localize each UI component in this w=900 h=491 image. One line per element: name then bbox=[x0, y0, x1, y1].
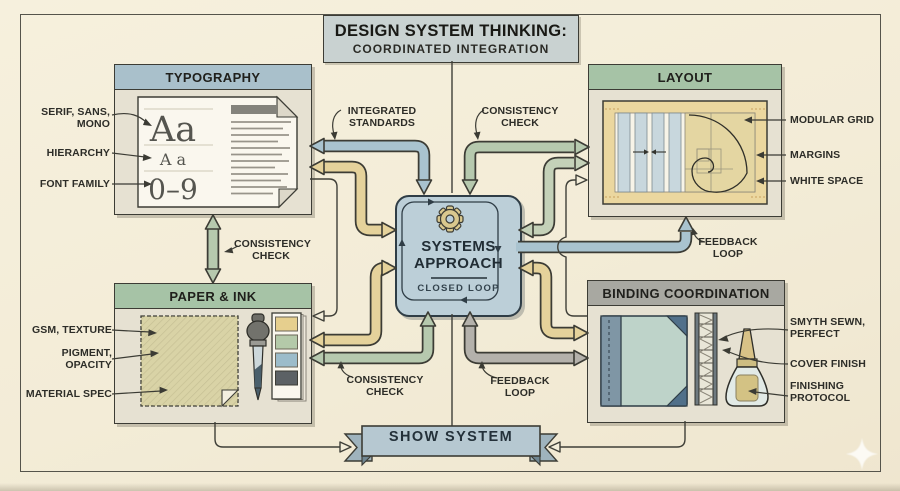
label-consistency-check-bottom: CONSISTENCY CHECK bbox=[346, 374, 424, 399]
specimen-numerals: 0–9 bbox=[148, 173, 198, 206]
label-consistency-check-top: CONSISTENCY CHECK bbox=[481, 105, 559, 130]
label-feedback-loop-right: FEEDBACK LOOP bbox=[698, 236, 758, 261]
thin-connector-typography-paper bbox=[310, 178, 338, 322]
doc-heading-bar bbox=[231, 104, 277, 114]
label-margins: MARGINS bbox=[790, 149, 841, 161]
chip-blue bbox=[275, 352, 298, 368]
paper-ink-header: PAPER & INK bbox=[115, 284, 311, 309]
banner-label: SHOW SYSTEM bbox=[388, 429, 514, 445]
label-gsm-texture: GSM, TEXTURE bbox=[32, 324, 112, 336]
arrow-consistency-check-left bbox=[204, 214, 222, 284]
glue-bottle-icon bbox=[725, 327, 769, 407]
specimen-large: Aa bbox=[149, 110, 196, 150]
thin-connector-binding-banner bbox=[548, 421, 686, 453]
label-font-family: FONT FAMILY bbox=[39, 178, 110, 190]
arrow-center-layout bbox=[518, 154, 590, 239]
layout-header: LAYOUT bbox=[589, 65, 781, 90]
center-subtitle: CLOSED LOOP bbox=[417, 282, 500, 294]
label-consistency-check-left: CONSISTENCY CHECK bbox=[234, 238, 311, 263]
label-hierarchy: HIERARCHY bbox=[46, 147, 110, 159]
label-smyth-sewn: SMYTH SEWN, PERFECT bbox=[790, 316, 866, 341]
thin-connector-binding-layout bbox=[557, 174, 588, 317]
arrow-integrated-standards bbox=[309, 137, 433, 195]
arrow-consistency-check-bottom bbox=[309, 311, 437, 367]
sparkle-icon bbox=[846, 438, 878, 470]
layout-box: LAYOUT bbox=[588, 64, 782, 217]
arrow-paper-center bbox=[309, 259, 397, 349]
label-integrated-standards: INTEGRATED STANDARDS bbox=[347, 105, 417, 130]
center-title-line-1: SYSTEMS bbox=[421, 238, 496, 255]
type-specimen-card: Aa A a 0–9 bbox=[137, 95, 299, 208]
specimen-small: A a bbox=[159, 150, 187, 169]
sewn-spine-icon bbox=[694, 312, 718, 406]
diagram-title: DESIGN SYSTEM THINKING: COORDINATED INTE… bbox=[323, 15, 579, 63]
arrow-feedback-loop-bottom bbox=[461, 311, 589, 367]
label-finishing-protocol: FINISHING PROTOCOL bbox=[790, 380, 851, 405]
gutter-measure-arrows bbox=[633, 148, 666, 155]
binding-box: BINDING COORDINATION bbox=[587, 280, 785, 423]
typography-box: TYPOGRAPHY Aa A a 0–9 bbox=[114, 64, 312, 215]
chip-grey bbox=[275, 370, 298, 386]
label-cover-finish: COVER FINISH bbox=[790, 358, 866, 370]
paper-ink-illustration bbox=[140, 311, 307, 407]
systems-approach-node: SYSTEMS APPROACH CLOSED LOOP bbox=[395, 195, 522, 317]
label-white-space: WHITE SPACE bbox=[790, 175, 864, 187]
arrow-typography-center bbox=[309, 158, 397, 239]
label-material-spec: MATERIAL SPEC bbox=[25, 388, 112, 400]
title-line-2: COORDINATED INTEGRATION bbox=[352, 42, 550, 56]
thin-connector-paper-banner bbox=[214, 422, 352, 453]
golden-spiral-icon bbox=[688, 113, 748, 193]
center-divider bbox=[430, 277, 487, 279]
doc-text-lines bbox=[231, 120, 291, 194]
chip-yellow bbox=[275, 316, 298, 332]
binding-illustration bbox=[600, 312, 769, 407]
swatch-card-icon bbox=[271, 311, 307, 402]
book-cover-icon bbox=[600, 314, 688, 407]
label-pigment-opacity: PIGMENT, OPACITY bbox=[61, 347, 112, 372]
arrow-feedback-loop-right bbox=[516, 216, 695, 254]
paper-ink-box: PAPER & INK bbox=[114, 283, 312, 424]
typography-header: TYPOGRAPHY bbox=[115, 65, 311, 90]
center-title-line-2: APPROACH bbox=[413, 254, 504, 272]
eyedropper-icon bbox=[246, 312, 270, 400]
label-feedback-loop-bottom: FEEDBACK LOOP bbox=[490, 375, 550, 400]
label-serif-sans-mono: SERIF, SANS, MONO bbox=[41, 106, 110, 131]
chip-green bbox=[275, 334, 298, 350]
arrow-consistency-check-top bbox=[461, 138, 590, 195]
grid-illustration bbox=[602, 99, 768, 205]
title-line-1: DESIGN SYSTEM THINKING: bbox=[334, 22, 568, 40]
paper-swatch-icon bbox=[140, 314, 240, 407]
modular-grid-columns bbox=[617, 112, 682, 192]
binding-header: BINDING COORDINATION bbox=[588, 281, 784, 306]
golden-section-area bbox=[684, 112, 756, 192]
arrow-center-binding bbox=[518, 259, 589, 342]
label-modular-grid: MODULAR GRID bbox=[790, 114, 875, 126]
